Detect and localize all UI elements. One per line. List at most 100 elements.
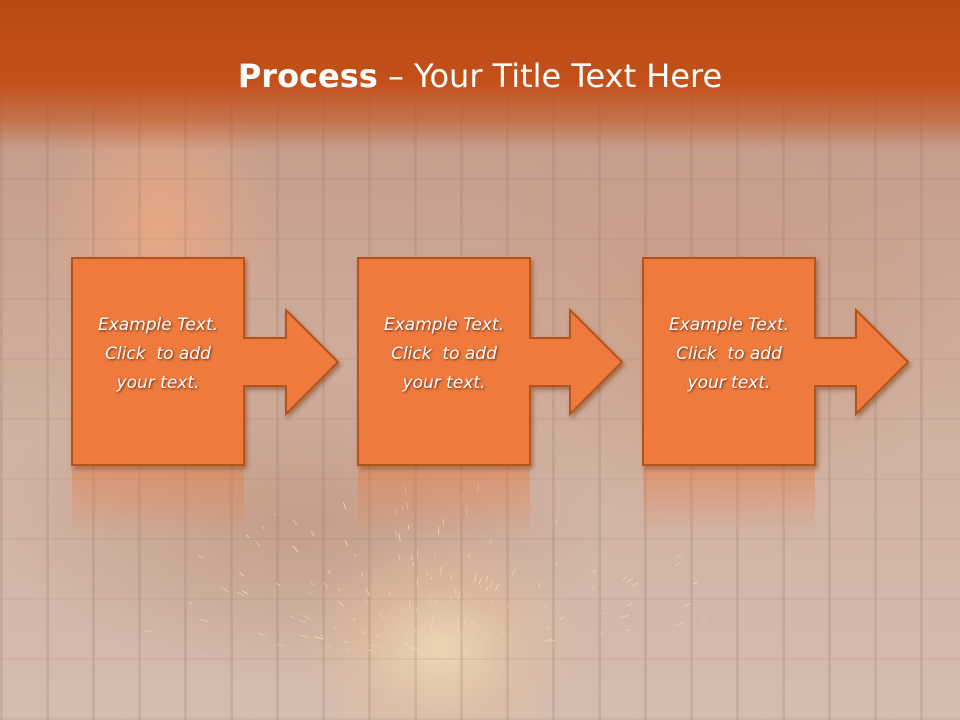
spark xyxy=(486,632,490,636)
spark xyxy=(511,568,516,577)
spark xyxy=(378,612,385,620)
spark xyxy=(398,532,401,542)
spark xyxy=(237,591,245,597)
spark xyxy=(555,561,559,566)
spark xyxy=(632,582,639,587)
spark xyxy=(220,587,229,593)
spark xyxy=(465,506,468,516)
slide-title[interactable]: Process – Your Title Text Here xyxy=(0,54,960,98)
spark xyxy=(474,578,477,583)
spark xyxy=(342,640,349,644)
spark xyxy=(342,501,347,510)
spark xyxy=(465,653,471,656)
spark xyxy=(398,554,401,562)
spark xyxy=(401,605,405,610)
spark xyxy=(430,624,433,634)
spark xyxy=(469,618,474,625)
spark xyxy=(600,632,604,635)
spark xyxy=(354,553,357,557)
spark xyxy=(416,580,419,587)
spark xyxy=(365,588,371,597)
spark xyxy=(625,629,631,632)
spark xyxy=(459,629,464,636)
spark xyxy=(489,538,492,545)
spark xyxy=(546,625,552,629)
spark xyxy=(471,618,476,625)
step-text-1[interactable]: Example Text. Click to add your text. xyxy=(72,311,244,398)
spark xyxy=(345,648,349,651)
step-line: your text. xyxy=(402,373,486,393)
spark xyxy=(537,582,542,588)
process-step-2[interactable] xyxy=(357,257,624,466)
spark xyxy=(444,636,447,642)
spark xyxy=(692,581,698,586)
spark xyxy=(701,620,707,623)
spark xyxy=(429,597,432,606)
spark xyxy=(323,582,329,588)
step-line: Example Text. xyxy=(97,315,219,335)
step-text-3[interactable]: Example Text. Click to add your text. xyxy=(643,311,815,398)
spark xyxy=(364,598,369,604)
spark xyxy=(290,615,296,620)
spark xyxy=(310,530,315,537)
spark xyxy=(258,633,266,636)
spark xyxy=(375,634,381,638)
spark xyxy=(489,598,495,606)
step-line: Click to add xyxy=(391,344,497,364)
spark xyxy=(344,540,349,547)
spark xyxy=(457,591,461,600)
spark xyxy=(683,603,691,607)
spark xyxy=(474,574,477,579)
spark xyxy=(506,604,510,608)
spark xyxy=(590,585,596,590)
box-reflection xyxy=(358,468,530,538)
spark xyxy=(420,626,424,633)
spark xyxy=(325,644,332,648)
spark xyxy=(451,642,454,646)
spark xyxy=(412,562,415,567)
step-line: Example Text. xyxy=(383,315,505,335)
spark xyxy=(455,642,459,646)
step-arrow-shape xyxy=(357,257,624,466)
step-line: Click to add xyxy=(105,344,211,364)
box-reflection xyxy=(643,468,815,538)
spark xyxy=(300,634,308,638)
spark xyxy=(408,603,412,609)
spark xyxy=(406,502,408,509)
spark xyxy=(495,583,500,591)
spark xyxy=(360,572,364,576)
step-arrow-shape xyxy=(642,257,910,466)
process-step-1[interactable] xyxy=(71,257,340,466)
spark xyxy=(622,576,628,581)
spark xyxy=(255,541,261,547)
spark xyxy=(626,602,632,607)
spark xyxy=(245,534,250,539)
spark xyxy=(198,554,204,559)
spark xyxy=(626,578,633,583)
spark xyxy=(309,580,315,586)
spark xyxy=(489,580,493,589)
spark xyxy=(401,640,409,647)
spark xyxy=(478,577,482,586)
spark xyxy=(292,545,299,553)
spark xyxy=(276,582,281,587)
spark xyxy=(674,562,680,566)
process-step-3[interactable] xyxy=(642,257,910,466)
step-text-2[interactable]: Example Text. Click to add your text. xyxy=(358,311,530,398)
spark xyxy=(394,529,398,538)
spark xyxy=(352,617,356,621)
spark xyxy=(241,590,248,595)
spark xyxy=(411,645,419,652)
spark xyxy=(313,635,320,639)
spark xyxy=(416,550,419,559)
title-bold: Process xyxy=(237,57,378,95)
spark xyxy=(499,630,505,635)
title-rest: – Your Title Text Here xyxy=(377,57,723,95)
spark xyxy=(337,588,341,592)
spark xyxy=(479,584,482,589)
spark xyxy=(360,630,366,635)
step-line: Click to add xyxy=(676,344,782,364)
spark xyxy=(277,644,284,647)
